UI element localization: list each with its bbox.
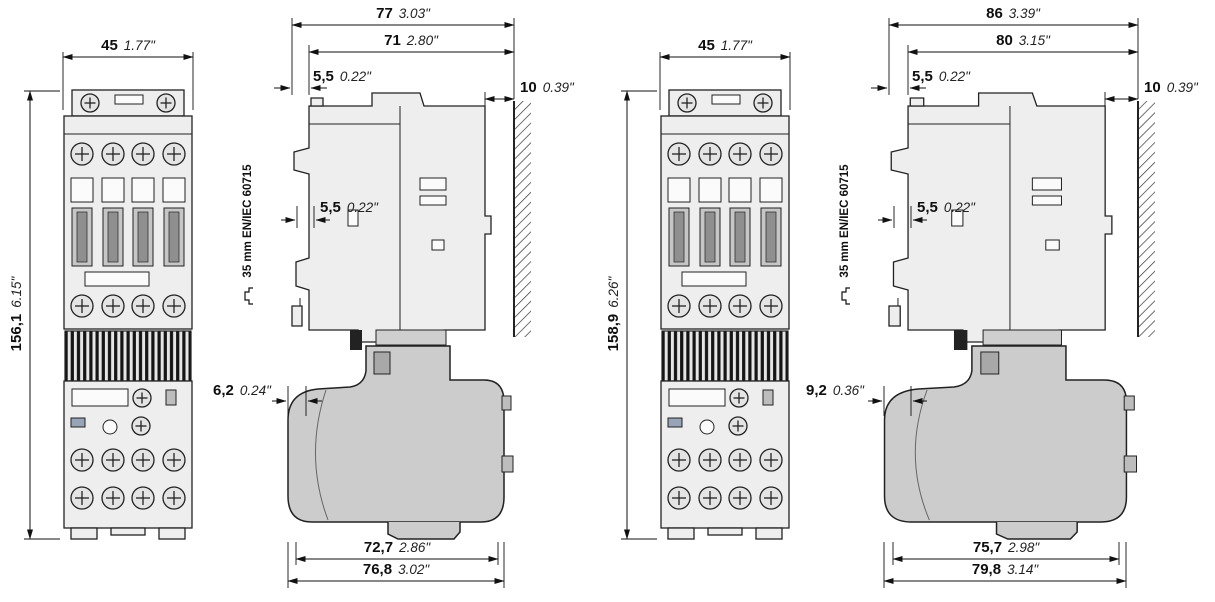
din-rail-annotation: 35 mm EN/IEC 60715 [839,164,851,305]
side-view-drawing [883,92,1138,540]
din-rail-label: 35 mm EN/IEC 60715 [242,164,254,278]
din-rail-label: 35 mm EN/IEC 60715 [839,164,851,278]
dim-front-height: 156,16.15" [8,90,60,540]
mounting-wall [513,101,531,337]
front-height-label: 158,96.26" [605,275,622,351]
front-view-drawing [64,90,192,539]
mounting-wall [1137,101,1155,337]
front-view-drawing [661,90,789,539]
side-view-drawing [287,92,514,540]
dim-front-height: 158,96.26" [605,90,657,540]
din-rail-annotation: 35 mm EN/IEC 60715 [242,164,254,305]
front-height-label: 156,16.15" [8,275,25,351]
